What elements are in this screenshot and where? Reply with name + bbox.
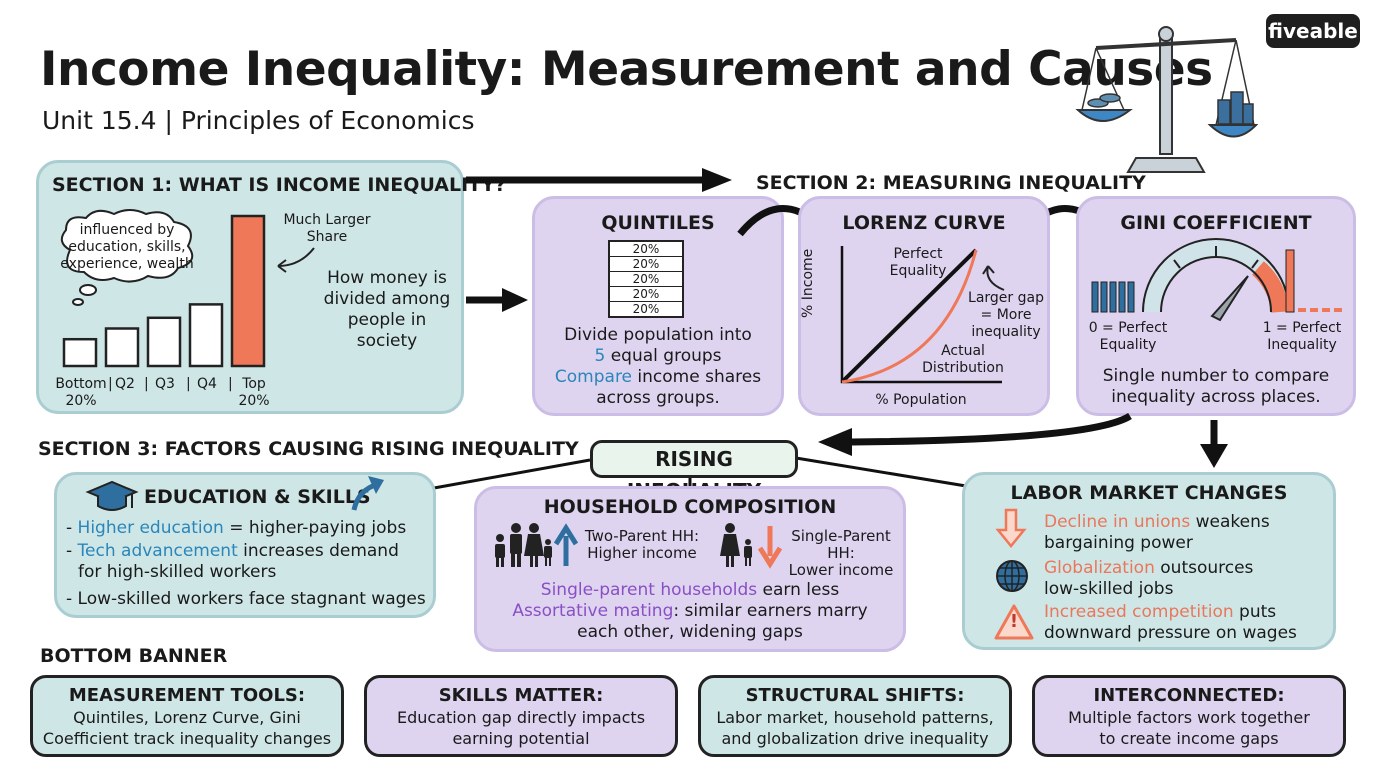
two-parent-label: Two-Parent HH: Higher income: [584, 527, 700, 562]
lorenz-panel: [798, 196, 1050, 416]
gini-description: Single number to compare inequality acro…: [1102, 366, 1330, 407]
banner-measurement-tools: MEASUREMENT TOOLS: Quintiles, Lorenz Cur…: [30, 675, 344, 757]
gini-zero-label: 0 = Perfect Equality: [1088, 320, 1168, 353]
callout-much-larger-share: Much Larger Share: [283, 212, 371, 245]
bar-q3: [146, 316, 182, 368]
arrow-to-labor-icon: [1200, 420, 1228, 468]
bar-label-q3: Q3: [155, 376, 175, 392]
arrow-to-section-3-icon: [818, 412, 1132, 456]
balance-scale-icon: [1075, 26, 1259, 173]
bar-label-top: Top 20%: [238, 376, 270, 409]
gini-title: GINI COEFFICIENT: [1120, 212, 1312, 234]
banner-structural-shifts: STRUCTURAL SHIFTS: Labor market, househo…: [698, 675, 1012, 757]
labor-competition: Increased competition puts downward pres…: [1044, 602, 1297, 643]
lorenz-title: LORENZ CURVE: [842, 212, 1006, 234]
education-title: EDUCATION & SKILLS: [144, 486, 371, 508]
trend-up-arrow-icon: [351, 476, 384, 511]
quintile-table: 20% 20% 20% 20% 20%: [608, 240, 684, 318]
rising-inequality-hub: RISING INEQUALITY: [590, 440, 798, 503]
household-panel: [474, 486, 906, 652]
bar-label-q4: Q4: [197, 376, 217, 392]
income-share-bar-chart: [62, 214, 266, 368]
callout-arrow-icon: [277, 247, 315, 273]
gini-panel: [1076, 196, 1356, 416]
lorenz-x-axis-label: % Population: [875, 392, 967, 408]
education-body: - Higher education = higher-paying jobs …: [66, 518, 426, 609]
bar-label-q2: Q2: [115, 376, 135, 392]
section-3-label: SECTION 3: FACTORS CAUSING RISING INEQUA…: [38, 438, 579, 460]
quintile-row: 20%: [610, 287, 682, 302]
quintile-row: 20%: [632, 302, 660, 316]
banner-skills-matter: SKILLS MATTER: Education gap directly im…: [364, 675, 678, 757]
warning-icon: [994, 604, 1034, 640]
bar-bottom-20-: [62, 337, 98, 368]
quintile-row: 20%: [610, 272, 682, 287]
labor-title: LABOR MARKET CHANGES: [1010, 482, 1288, 504]
labor-panel: [962, 472, 1336, 650]
bar-q2: [104, 327, 140, 368]
bar-q4: [188, 303, 224, 368]
arrow-to-quintiles-icon: [466, 288, 528, 312]
page-title: Income Inequality: Measurement and Cause…: [40, 42, 1213, 97]
single-parent-label: Single-Parent HH: Lower income: [788, 527, 894, 579]
quintile-row: 20%: [610, 242, 682, 257]
bar-separator: |: [144, 376, 149, 392]
quintile-row: 20%: [610, 257, 682, 272]
labor-globalization: Globalization outsources low-skilled job…: [1044, 558, 1254, 599]
arrow-to-section-2-icon: [466, 168, 732, 192]
decline-arrow-icon: [995, 508, 1027, 548]
lorenz-perfect-equality: Perfect Equality: [889, 246, 947, 279]
single-parent-icon: [720, 523, 783, 569]
labor-unions: Decline in unions weakens bargaining pow…: [1044, 512, 1270, 553]
section-1-label: SECTION 1: WHAT IS INCOME INEQUALITY?: [52, 174, 506, 196]
bar-separator: |: [186, 376, 191, 392]
section-1-description: How money is divided among people in soc…: [323, 268, 451, 351]
household-body: Single-parent households earn less Assor…: [512, 580, 868, 642]
gap-arrow-icon: [982, 265, 1005, 291]
bar-separator: |: [228, 376, 233, 392]
fiveable-logo[interactable]: fiveable: [1266, 14, 1360, 48]
thought-cloud-icon: [60, 209, 194, 306]
globe-icon: [996, 560, 1028, 592]
banner-interconnected: INTERCONNECTED: Multiple factors work to…: [1032, 675, 1346, 757]
lorenz-curve-chart: [840, 246, 1002, 384]
gini-gauge-icon: [1091, 238, 1342, 322]
bar-top-20-: [230, 214, 266, 368]
bar-separator: |: [108, 376, 113, 392]
lorenz-actual-distribution: Actual Distribution: [922, 343, 1004, 376]
family-icon: [495, 523, 579, 567]
lorenz-larger-gap: Larger gap = More inequality: [968, 290, 1044, 340]
quintiles-title: QUINTILES: [601, 212, 715, 234]
page-subtitle: Unit 15.4 | Principles of Economics: [42, 106, 475, 135]
bottom-banner-label: BOTTOM BANNER: [40, 645, 228, 667]
warning-mark: !: [1009, 611, 1019, 632]
graduation-cap-icon: [85, 480, 139, 511]
gini-one-label: 1 = Perfect Inequality: [1262, 320, 1342, 353]
bar-label-bottom: Bottom 20%: [55, 376, 107, 409]
section-2-label: SECTION 2: MEASURING INEQUALITY: [756, 172, 1146, 194]
quintiles-description: Divide population into 5 equal groups Co…: [554, 325, 762, 408]
thought-text: influenced by education, skills, experie…: [60, 222, 194, 272]
household-title: HOUSEHOLD COMPOSITION: [543, 496, 837, 518]
